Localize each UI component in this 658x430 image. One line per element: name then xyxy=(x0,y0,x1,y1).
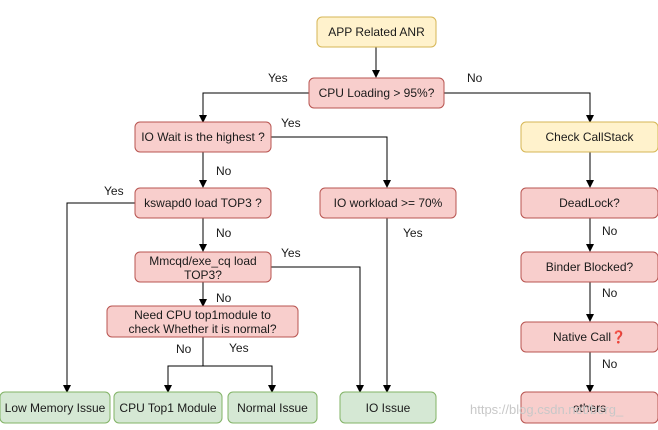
node-app-anr: APP Related ANR xyxy=(316,16,437,48)
label-needcpu-no: No xyxy=(176,342,192,356)
node-cpu-top1-label: CPU Top1 Module xyxy=(119,401,216,415)
node-binder-blocked-label: Binder Blocked? xyxy=(546,260,634,274)
label-kswapd-no: No xyxy=(216,226,232,240)
node-kswapd0-label: kswapd0 load TOP3 ? xyxy=(144,196,262,210)
node-io-workload: IO workload >= 70% xyxy=(319,187,457,219)
label-ioworkload-yes: Yes xyxy=(403,226,423,240)
watermark: https://blog.csdn.net/berg_ xyxy=(470,402,624,417)
node-check-callstack: Check CallStack xyxy=(520,121,658,153)
node-cpu-loading-label: CPU Loading > 95%? xyxy=(319,86,435,100)
node-check-callstack-label: Check CallStack xyxy=(545,130,634,144)
edge-needcpu-no-to-cputop1 xyxy=(164,365,203,393)
label-binder-no: No xyxy=(602,286,618,300)
node-low-memory: Low Memory Issue xyxy=(0,391,111,424)
node-cpu-top1: CPU Top1 Module xyxy=(113,391,223,424)
label-native-no: No xyxy=(602,357,618,371)
node-io-workload-label: IO workload >= 70% xyxy=(334,196,443,210)
node-io-issue-label: IO Issue xyxy=(366,401,411,415)
node-app-anr-label: APP Related ANR xyxy=(328,25,425,39)
node-cpu-loading: CPU Loading > 95%? xyxy=(308,77,445,109)
node-deadlock-label: DeadLock? xyxy=(559,196,620,210)
label-iowait-no: No xyxy=(216,164,232,178)
node-mmcqd-label-line2: TOP3? xyxy=(184,268,222,282)
edge-needcpu-yes-to-normal xyxy=(203,365,276,393)
node-io-wait: IO Wait is the highest ? xyxy=(134,121,272,153)
node-normal-issue: Normal Issue xyxy=(227,391,318,424)
node-io-wait-label: IO Wait is the highest ? xyxy=(141,130,265,144)
edge-iowait-yes-to-ioworkload xyxy=(271,136,391,188)
label-mmcqd-yes: Yes xyxy=(281,246,301,260)
edge-cpu-no-to-callstack xyxy=(444,92,594,123)
node-native-call-label: Native Call❓ xyxy=(553,330,626,344)
edge-mmcqd-yes-to-ioissue xyxy=(271,266,364,393)
label-iowait-yes: Yes xyxy=(281,116,301,130)
node-low-memory-label: Low Memory Issue xyxy=(5,401,106,415)
edge-kswapd-yes-to-lowmemory xyxy=(63,202,135,393)
node-mmcqd-label-line1: Mmcqd/exe_cq load xyxy=(149,254,256,268)
label-cpu-no: No xyxy=(467,71,483,85)
node-need-cpu-label-line1: Need CPU top1module to xyxy=(134,308,271,322)
node-others-label: others xyxy=(573,401,606,415)
edge-labels: Yes No Yes No Yes No Yes Yes No No Yes N… xyxy=(104,71,618,371)
node-need-cpu-label-line2: check Whether it is normal? xyxy=(128,322,276,336)
label-deadlock-no: No xyxy=(602,224,618,238)
node-kswapd0: kswapd0 load TOP3 ? xyxy=(134,187,272,219)
label-cpu-yes: Yes xyxy=(268,71,288,85)
node-deadlock: DeadLock? xyxy=(520,187,658,219)
edge-cpu-yes-to-iowait xyxy=(199,92,309,123)
node-native-call: Native Call❓ xyxy=(520,321,658,353)
node-normal-issue-label: Normal Issue xyxy=(237,401,308,415)
label-kswapd-yes: Yes xyxy=(104,184,124,198)
label-mmcqd-no: No xyxy=(216,291,232,305)
node-io-issue: IO Issue xyxy=(339,391,437,424)
edges xyxy=(63,47,594,393)
node-need-cpu: Need CPU top1module to check Whether it … xyxy=(106,305,299,338)
node-others: others xyxy=(520,391,658,424)
node-mmcqd: Mmcqd/exe_cq load TOP3? xyxy=(134,251,272,283)
node-binder-blocked: Binder Blocked? xyxy=(520,251,658,283)
label-needcpu-yes: Yes xyxy=(229,341,249,355)
